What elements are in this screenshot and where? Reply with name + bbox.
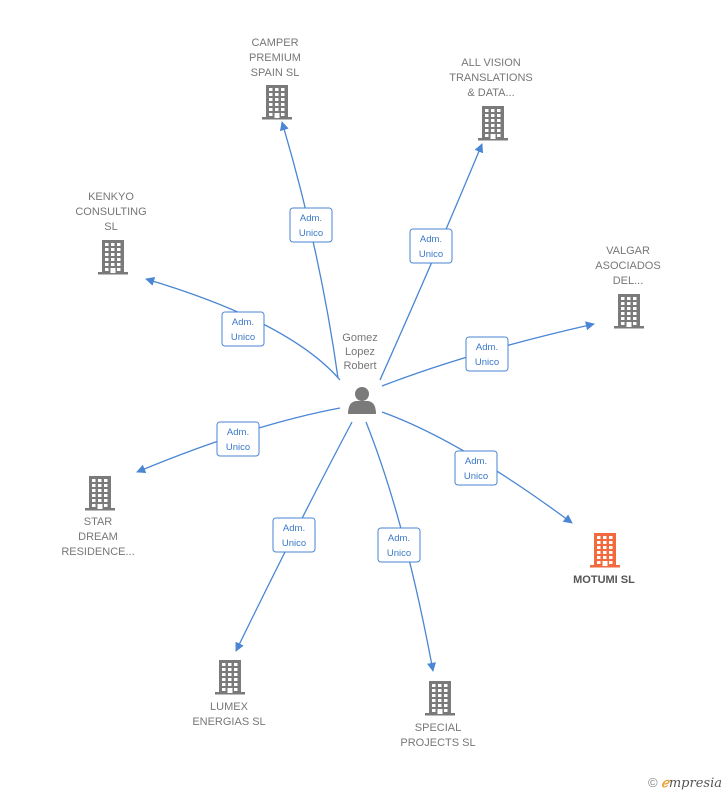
company-label: SPAIN SL [251, 67, 300, 79]
watermark: © ℯmpresia [648, 775, 722, 791]
edge-label-text: Adm. [300, 213, 322, 224]
building-icon [425, 681, 455, 716]
company-label: ENERGIAS SL [192, 716, 265, 728]
company-node-allvision[interactable]: ALL VISION TRANSLATIONS & DATA... [449, 57, 533, 141]
brand-logo: ℯmpresia [661, 776, 722, 791]
company-node-stardream[interactable]: STAR DREAM RESIDENCE... [61, 476, 135, 558]
person-name: Gomez [342, 332, 377, 344]
building-icon [98, 240, 128, 275]
company-node-special[interactable]: SPECIAL PROJECTS SL [400, 681, 476, 749]
edge-label-kenkyo[interactable]: Adm. Unico [221, 311, 265, 347]
company-label: CONSULTING [75, 206, 146, 218]
edge-label-text: Unico [299, 228, 323, 239]
edge-label-valgar[interactable]: Adm. Unico [465, 336, 509, 372]
company-label: MOTUMI SL [573, 574, 635, 586]
edge-kenkyo [145, 276, 341, 381]
edge-label-motumi[interactable]: Adm. Unico [454, 450, 498, 486]
company-label: LUMEX [210, 701, 249, 713]
company-node-kenkyo[interactable]: KENKYO CONSULTING SL [75, 191, 147, 275]
company-label: DEL... [613, 275, 644, 287]
edge-label-text: Unico [464, 471, 488, 482]
company-label: ASOCIADOS [595, 260, 660, 272]
edge-label-text: Unico [475, 357, 499, 368]
edge-label-text: Adm. [388, 533, 410, 544]
edge-label-text: Unico [419, 249, 443, 260]
edge-label-allvision[interactable]: Adm. Unico [409, 228, 453, 264]
company-label: TRANSLATIONS [449, 72, 533, 84]
company-label: STAR [84, 516, 113, 528]
building-icon [614, 294, 644, 329]
edge-label-text: Adm. [227, 427, 249, 438]
company-label: VALGAR [606, 245, 650, 257]
edge-label-camper[interactable]: Adm. Unico [289, 207, 333, 243]
edge-label-text: Unico [282, 538, 306, 549]
nodes-layer: CAMPER PREMIUM SPAIN SL ALL VISION TRANSLATI… [61, 37, 660, 749]
building-icon [215, 660, 245, 695]
edge-label-text: Adm. [232, 317, 254, 328]
edge-label-lumex[interactable]: Adm. Unico [272, 517, 316, 553]
company-label: PROJECTS SL [400, 737, 475, 749]
company-label: & DATA... [467, 87, 514, 99]
company-label: SL [104, 221, 117, 233]
company-node-camper[interactable]: CAMPER PREMIUM SPAIN SL [249, 37, 301, 120]
company-label: RESIDENCE... [61, 546, 134, 558]
edge-camper [279, 121, 339, 379]
edges-layer: Adm.UnicoAdm.UnicoAdm.UnicoAdm.UnicoAdm.… [136, 121, 595, 672]
company-node-lumex[interactable]: LUMEX ENERGIAS SL [192, 660, 266, 728]
building-icon [262, 85, 292, 120]
edge-label-text: Adm. [476, 342, 498, 353]
person-name: Lopez [345, 346, 375, 358]
person-icon [348, 387, 376, 414]
edge-label-text: Adm. [283, 523, 305, 534]
company-label: KENKYO [88, 191, 134, 203]
building-icon [590, 533, 620, 568]
company-label: CAMPER [251, 37, 298, 49]
company-label: SPECIAL [415, 722, 461, 734]
company-label: ALL VISION [461, 57, 521, 69]
edge-label-text: Adm. [465, 456, 487, 467]
copyright-symbol: © [647, 775, 658, 790]
company-label: PREMIUM [249, 52, 301, 64]
edge-label-text: Unico [226, 442, 250, 453]
edge-label-text: Unico [387, 548, 411, 559]
edge-label-stardream[interactable]: Adm. Unico [216, 421, 260, 457]
company-node-valgar[interactable]: VALGAR ASOCIADOS DEL... [595, 245, 661, 329]
edge-label-text: Adm. [420, 234, 442, 245]
company-node-motumi[interactable]: MOTUMI SL [573, 533, 635, 586]
building-icon [478, 106, 508, 141]
edge-label-text: Unico [231, 332, 255, 343]
company-label: DREAM [78, 531, 118, 543]
person-name: Robert [343, 360, 376, 372]
building-icon [85, 476, 115, 511]
edge-label-special[interactable]: Adm. Unico [377, 527, 421, 563]
